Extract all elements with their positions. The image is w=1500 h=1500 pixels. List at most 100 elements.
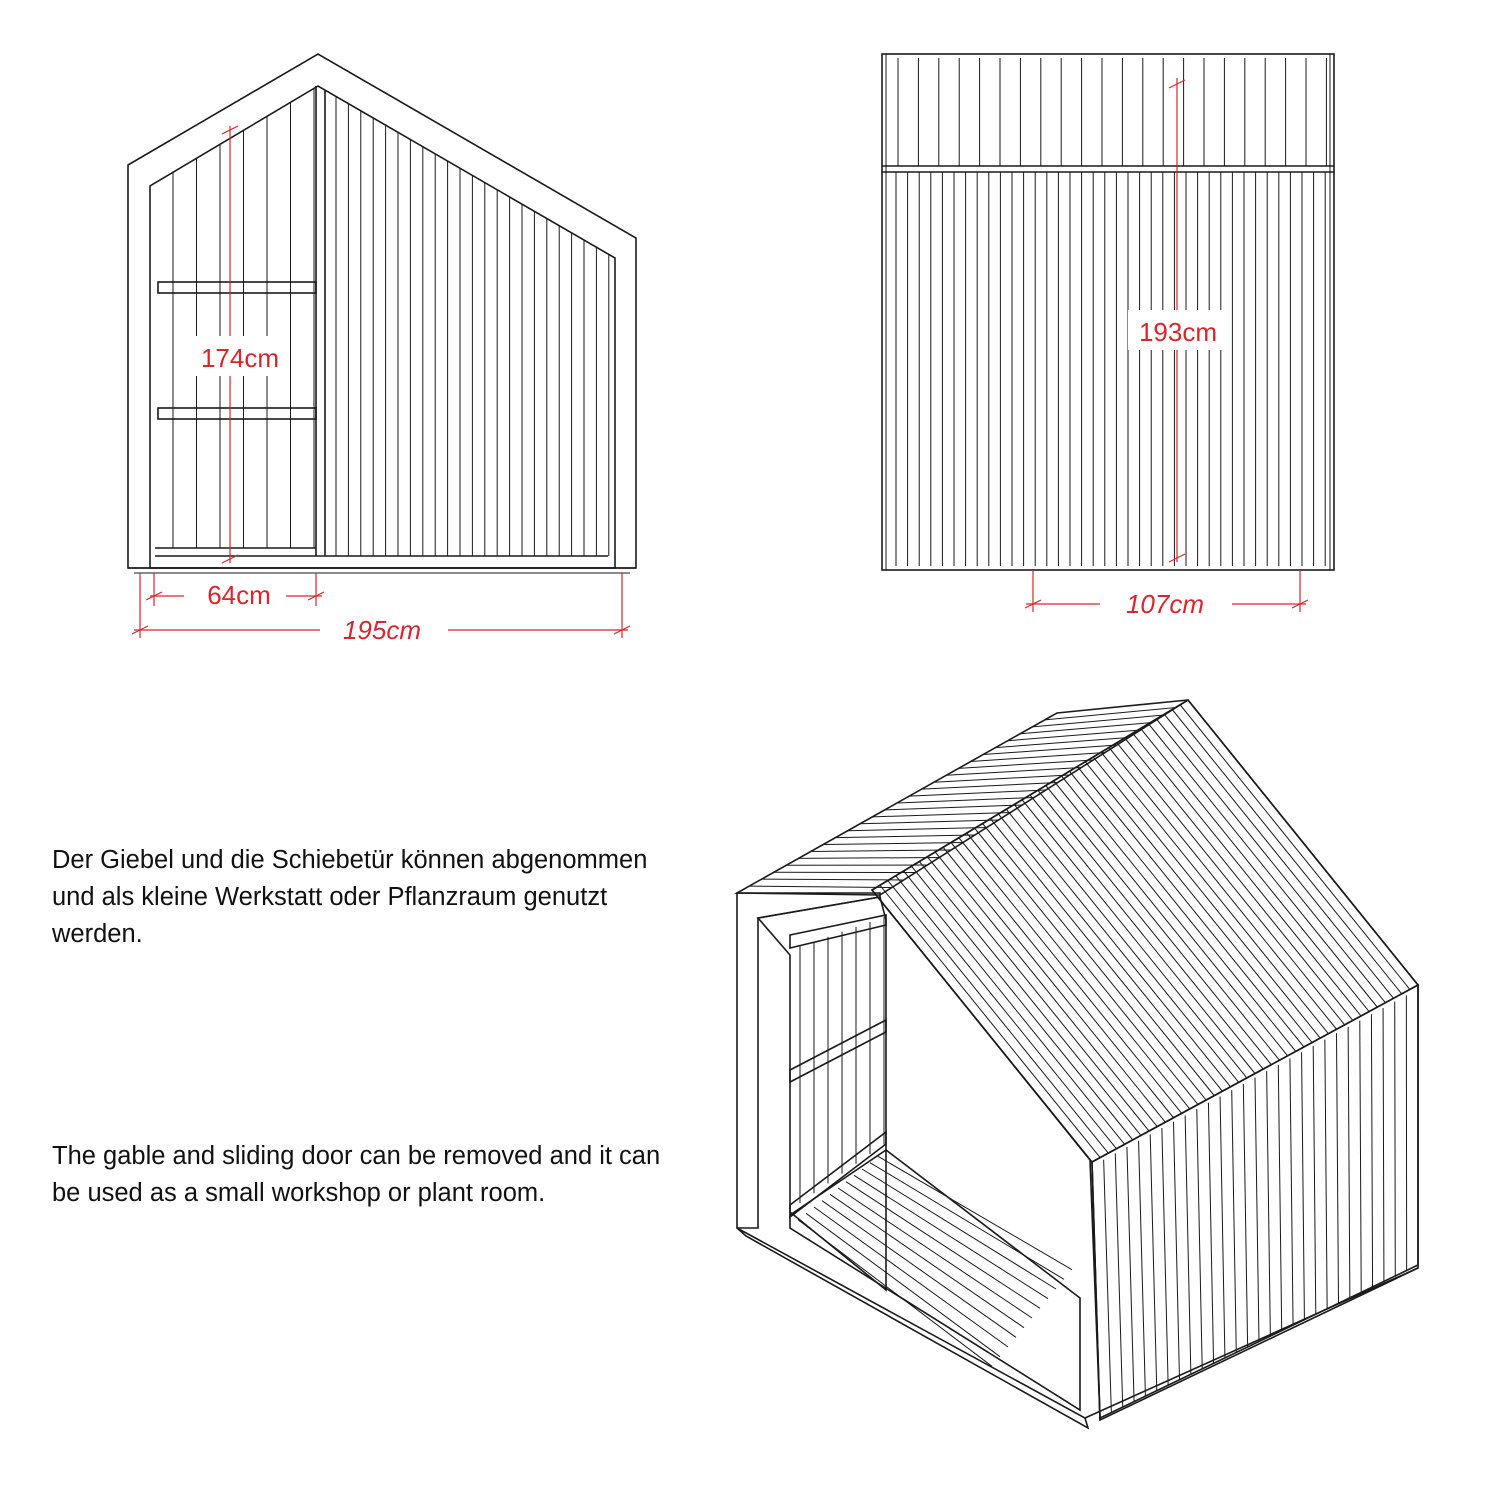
roof-board xyxy=(1077,766,1305,1048)
roof-board xyxy=(798,857,940,859)
roof-board xyxy=(1132,732,1362,1017)
front-wall-slats xyxy=(895,172,1326,566)
side-wall-slat xyxy=(1173,1121,1180,1381)
roof-board xyxy=(1092,756,1321,1039)
roof-board xyxy=(896,797,1035,804)
roof-board xyxy=(1179,704,1411,990)
roof-board xyxy=(909,789,1046,797)
roof-board xyxy=(823,842,963,846)
roof-board xyxy=(1045,785,1272,1065)
roof-board xyxy=(911,865,1134,1141)
side-wall-slat xyxy=(1336,1033,1339,1305)
roof-board xyxy=(1148,723,1378,1008)
roof-board xyxy=(879,884,1101,1158)
roof-board xyxy=(1020,722,1153,735)
side-wall-slat xyxy=(1301,1052,1305,1321)
roof-board xyxy=(1124,737,1354,1021)
side-wall-slat xyxy=(1347,1026,1351,1299)
roof-board xyxy=(995,737,1129,749)
roof-board xyxy=(847,827,987,832)
roof-board xyxy=(1053,780,1280,1061)
floor-board xyxy=(861,1168,1057,1290)
roof-board xyxy=(1044,707,1177,721)
roof-board xyxy=(761,878,904,881)
side-elevation-view xyxy=(127,53,637,574)
side-wall-slat xyxy=(1114,1153,1124,1408)
side-wall-slat xyxy=(1161,1128,1169,1386)
front-dimensions: 193cm 107cm xyxy=(1024,78,1309,619)
dim-label-side-width: 195cm xyxy=(343,615,421,645)
floor-board xyxy=(837,1187,1033,1319)
side-wall-slats xyxy=(1103,995,1408,1413)
side-wall-slat xyxy=(1277,1064,1283,1332)
side-wall-slat xyxy=(1184,1115,1192,1375)
side-wall-slat xyxy=(1219,1096,1226,1359)
shelf-lower xyxy=(157,407,317,420)
roof-boards-back-slope xyxy=(749,707,1177,888)
floor-board xyxy=(821,1200,1017,1338)
roof-board xyxy=(1116,742,1346,1026)
roof-board xyxy=(1069,770,1297,1052)
side-wall-slat xyxy=(1149,1134,1158,1391)
side-wall-slat xyxy=(1242,1083,1249,1348)
caption-german: Der Giebel und die Schiebetür können abg… xyxy=(52,846,648,948)
side-wall-slat xyxy=(1103,1159,1112,1413)
roof-board xyxy=(860,819,999,825)
roof-board xyxy=(1005,808,1231,1088)
front-elevation-view xyxy=(881,53,1335,571)
roof-board xyxy=(1171,709,1403,995)
side-wall-slat xyxy=(1324,1039,1328,1310)
dim-label-door-width: 64cm xyxy=(207,580,271,610)
roof-board xyxy=(1084,761,1313,1043)
dim-label-side-height: 174cm xyxy=(201,343,279,373)
roof-board xyxy=(982,823,1207,1101)
roof-board xyxy=(895,875,1117,1150)
roof-board xyxy=(1021,799,1248,1079)
roof-board xyxy=(974,827,1199,1105)
roof-board xyxy=(998,813,1223,1092)
floor-board xyxy=(869,1162,1065,1280)
roof-board xyxy=(1032,714,1165,728)
roof-board xyxy=(946,767,1082,776)
caption-english: The gable and sliding door can be remove… xyxy=(52,1142,661,1207)
floor-boards xyxy=(797,1155,1073,1367)
roof-board xyxy=(921,782,1058,790)
roof-board xyxy=(958,759,1094,769)
roof-board xyxy=(934,851,1158,1127)
roof-board xyxy=(872,812,1011,818)
roof-board xyxy=(966,832,1191,1110)
side-wall-slat xyxy=(1359,1020,1362,1294)
roof-board xyxy=(810,849,952,852)
roof-boards-side-slope xyxy=(879,704,1411,1158)
roof-board xyxy=(1140,728,1370,1012)
roof-board xyxy=(919,861,1142,1136)
dim-label-front-height: 193cm xyxy=(1139,317,1217,347)
roof-board xyxy=(958,837,1183,1114)
side-wall-slat xyxy=(1370,1014,1374,1288)
floor-board xyxy=(829,1193,1025,1329)
roof-board xyxy=(1037,789,1264,1070)
roof-board xyxy=(1108,747,1337,1030)
roof-board xyxy=(749,885,892,888)
side-wall-slat xyxy=(1266,1071,1271,1337)
side-wall-slat xyxy=(1394,1001,1396,1277)
side-dimensions: 174cm 64cm 195cm xyxy=(131,125,631,645)
side-wall-slat xyxy=(1312,1045,1317,1315)
floor-board xyxy=(797,1219,993,1367)
roof-board xyxy=(1013,804,1240,1083)
side-wall-slats-open xyxy=(172,88,315,548)
floor-board xyxy=(845,1181,1041,1309)
side-wall-slat xyxy=(1138,1140,1146,1397)
side-wall-slat xyxy=(1196,1109,1203,1370)
floor-board xyxy=(805,1212,1001,1358)
dim-label-front-width: 107cm xyxy=(1126,589,1204,619)
floor-board xyxy=(813,1206,1009,1348)
roof-boards xyxy=(897,58,1327,166)
roof-board xyxy=(1156,718,1386,1004)
roof-board xyxy=(983,744,1117,756)
roof-board xyxy=(887,880,1109,1154)
floor-board xyxy=(853,1174,1049,1300)
roof-board xyxy=(970,752,1106,762)
